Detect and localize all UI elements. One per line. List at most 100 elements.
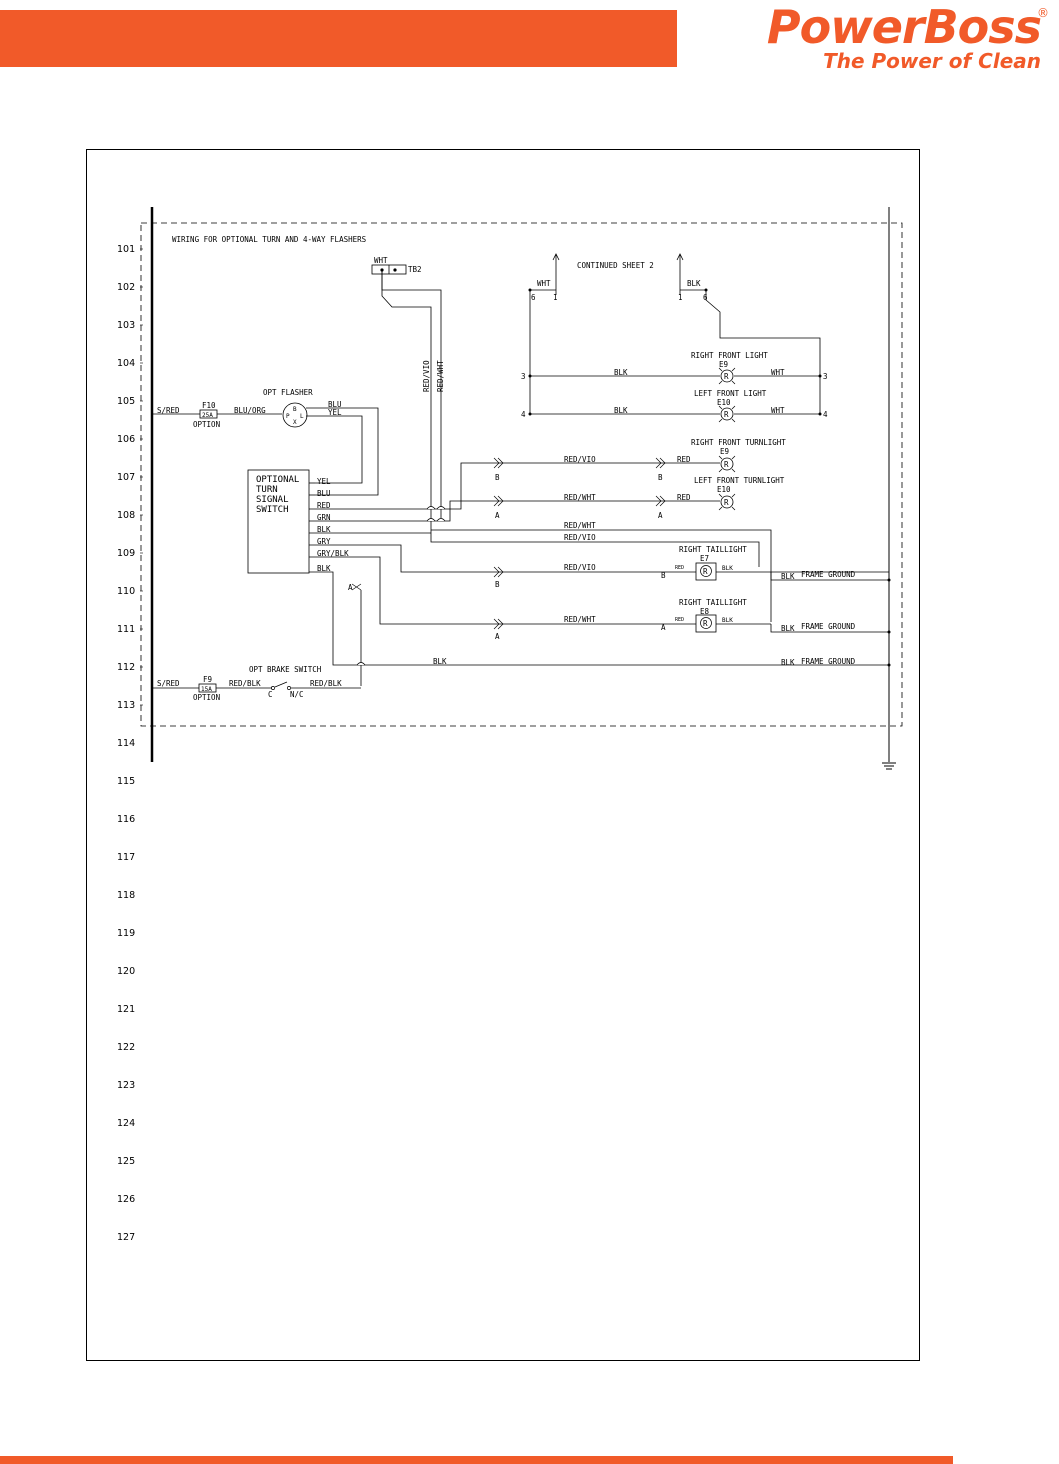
switch-wire-red: RED <box>317 501 331 510</box>
row-number: 126 <box>117 1194 135 1205</box>
connector-a-icon <box>493 495 666 507</box>
right-taillight-label-e7: RIGHT TAILLIGHT <box>679 545 747 554</box>
header-orange-bar <box>0 10 677 67</box>
row-number: 125 <box>117 1156 135 1167</box>
switch-wire-blk-bottom: BLK <box>317 564 331 573</box>
pin-6-left: 6 <box>531 293 536 302</box>
row-number: 108 <box>117 510 135 521</box>
brake-switch-c: C <box>268 690 273 699</box>
continued-sheet-label: CONTINUED SHEET 2 <box>577 261 654 270</box>
row-number: 105 <box>117 396 135 407</box>
connector-b-icon <box>493 457 666 469</box>
flasher-icon: B P L X <box>282 402 308 428</box>
connector-a-lower-icon <box>493 618 504 630</box>
wire-label-red-vio-vertical: RED/VIO <box>422 360 431 392</box>
connector-b-lower-icon <box>493 566 504 578</box>
right-front-light-label: RIGHT FRONT LIGHT <box>691 351 768 360</box>
row-number: 122 <box>117 1042 135 1053</box>
wire-label-s-red-112: S/RED <box>157 679 180 688</box>
right-front-turnlight-lamp-icon: R <box>718 455 736 473</box>
row-number: 127 <box>117 1232 135 1243</box>
svg-text:X: X <box>293 419 297 426</box>
wire-label-red-wht-108b: RED/WHT <box>564 521 596 530</box>
schematic-frame <box>86 149 920 1361</box>
wire-label-blk-e7: BLK <box>722 565 733 572</box>
wire-label-red-vio-109: RED/VIO <box>564 533 596 542</box>
pin-1-left: 1 <box>553 293 558 302</box>
wire-label-red-vio-110: RED/VIO <box>564 563 596 572</box>
svg-text:P: P <box>286 413 290 420</box>
fuse-f10-label: F10 <box>202 401 216 410</box>
connector-b-label-2: B <box>658 473 663 482</box>
opt-flasher-label: OPT FLASHER <box>263 388 313 397</box>
row-number: 118 <box>117 890 135 901</box>
row-number: 106 <box>117 434 135 445</box>
brake-switch-nc: N/C <box>290 690 304 699</box>
ground-symbol-icon <box>882 762 896 770</box>
wire-label-blk-112: BLK <box>433 657 447 666</box>
svg-text:R: R <box>724 372 729 381</box>
switch-wire-grn: GRN <box>317 513 331 522</box>
connector-a-label-1: A <box>495 511 500 520</box>
e10-turn-label: E10 <box>717 485 731 494</box>
switch-wire-blu: BLU <box>317 489 331 498</box>
right-front-light-lamp-icon: R <box>718 367 736 385</box>
wire-label-red-e7: RED <box>675 565 684 571</box>
right-taillight-e8-icon: R <box>695 614 717 633</box>
row-number: 107 <box>117 472 135 483</box>
right-taillight-label-e8: RIGHT TAILLIGHT <box>679 598 747 607</box>
fuse-f10-option: OPTION <box>193 420 220 429</box>
switch-wire-gry: GRY <box>317 537 331 546</box>
arrow-up-icon <box>552 253 560 261</box>
switch-label-line2: TURN <box>256 485 278 495</box>
optional-kit-boundary <box>140 222 903 727</box>
brand-tagline: The Power of Clean <box>823 49 1041 73</box>
fuse-f10-rating: 25A <box>202 412 213 419</box>
connector-a-label-3: A <box>495 632 500 641</box>
e10-upper-label: E10 <box>717 398 731 407</box>
wire-label-blu-org: BLU/ORG <box>234 406 266 415</box>
wire-label-red-blk-left: RED/BLK <box>229 679 261 688</box>
wire-label-blk-105: BLK <box>614 406 628 415</box>
switch-wire-blk: BLK <box>317 525 331 534</box>
tb2-wht-label: WHT <box>374 256 388 265</box>
row-number: 110 <box>117 586 135 597</box>
row-number: 115 <box>117 776 135 787</box>
brand-name: PowerBoss <box>766 0 1042 54</box>
row-number: 104 <box>117 358 135 369</box>
connector-b-label-1: B <box>495 473 500 482</box>
pin-6-right: 6 <box>703 293 708 302</box>
turn-signal-switch <box>247 469 310 574</box>
e9-upper-label: E9 <box>719 360 728 369</box>
arrow-up-icon <box>676 253 684 261</box>
left-front-light-label: LEFT FRONT LIGHT <box>694 389 767 398</box>
e8-label: E8 <box>700 607 710 616</box>
wire-label-red-wht-111: RED/WHT <box>564 615 596 624</box>
pin-4-left: 4 <box>521 410 526 419</box>
row-number: 124 <box>117 1118 135 1129</box>
wire-label-red-blk-right: RED/BLK <box>310 679 342 688</box>
svg-text:R: R <box>724 460 729 469</box>
footer-orange-bar <box>0 1456 953 1464</box>
e9-turn-label: E9 <box>720 447 729 456</box>
connector-a-brake: A <box>348 583 353 592</box>
row-number: 120 <box>117 966 135 977</box>
connector-b-label-3: B <box>495 580 500 589</box>
fuse-f9-label: F9 <box>203 675 212 684</box>
wire-label-s-red-105: S/RED <box>157 406 180 415</box>
wire-label-wht: WHT <box>537 279 551 288</box>
pin-3-left: 3 <box>521 372 526 381</box>
row-number: 102 <box>117 282 135 293</box>
row-number: 114 <box>117 738 135 749</box>
row-number: 117 <box>117 852 135 863</box>
svg-text:R: R <box>703 619 708 628</box>
pin-1-right: 1 <box>678 293 683 302</box>
svg-text:B: B <box>293 406 297 413</box>
row-number: 101 <box>117 244 135 255</box>
svg-text:R: R <box>724 410 729 419</box>
wire-label-wht-105: WHT <box>771 406 785 415</box>
wire-label-wht-104: WHT <box>771 368 785 377</box>
wire-label-red-e8: RED <box>675 617 684 623</box>
fuse-f9-option: OPTION <box>193 693 220 702</box>
